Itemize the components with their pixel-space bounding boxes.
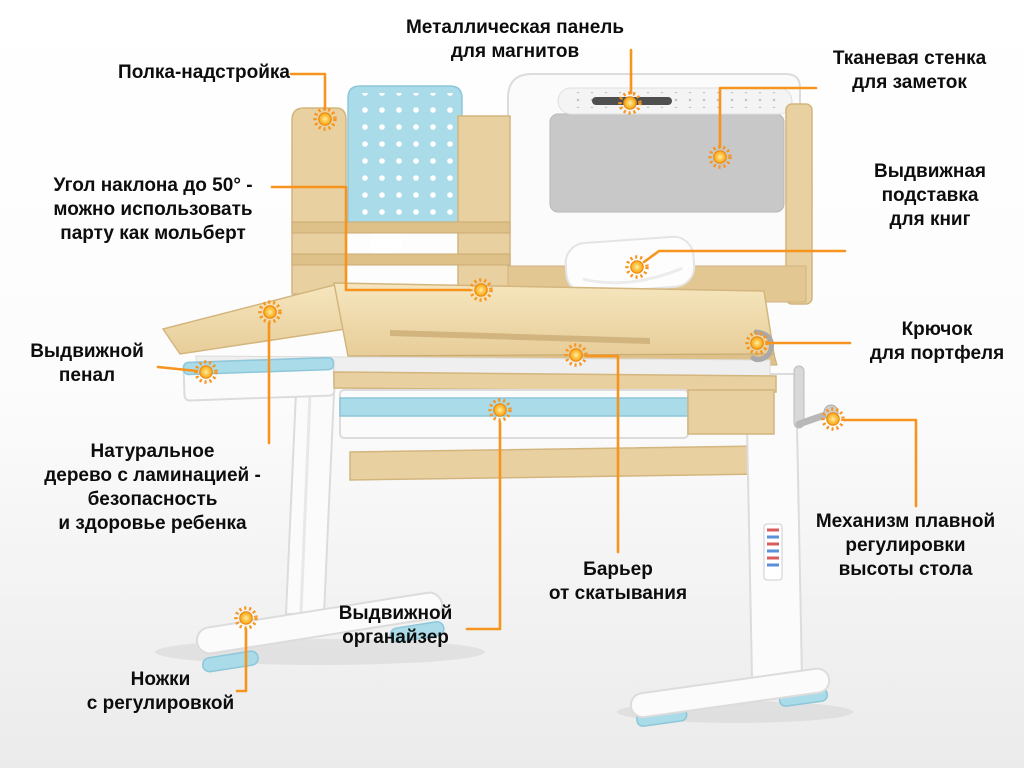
shelf-mid-upright (457, 115, 511, 295)
organizer-drawer (333, 371, 777, 439)
label-book-stand: Выдвижная подставка для книг (874, 161, 986, 231)
line-organizer (465, 420, 502, 631)
label-tilt-angle: Угол наклона до 50° - можно использовать… (53, 175, 253, 245)
callout-lines (156, 48, 918, 693)
shelf-unit (291, 85, 511, 295)
left-foot (195, 591, 445, 673)
label-pencil-case: Выдвижной пенал (30, 341, 144, 387)
line-pencil-case (156, 365, 199, 373)
hutch-panel (507, 73, 801, 269)
desktop-left-section (161, 283, 353, 355)
pillow-book-stand (564, 235, 696, 294)
label-metal-panel: Металлическая панель для магнитов (405, 17, 625, 63)
label-height-mechanism: Механизм плавной регулировки высоты стол… (815, 511, 996, 581)
pencil-groove (390, 330, 650, 344)
felt-panel (549, 113, 785, 213)
right-side-panel (785, 103, 813, 305)
line-legs (235, 627, 248, 693)
shelf-left-upright (291, 107, 347, 295)
label-organizer: Выдвижной органайзер (338, 603, 453, 649)
line-shelf (289, 72, 327, 111)
label-barrier: Барьер от скатывания (548, 559, 688, 605)
right-foot (629, 667, 831, 727)
desktop (161, 282, 778, 368)
desktop-tilting-section (333, 282, 775, 357)
foot-pad (201, 650, 259, 673)
foot-pad (389, 621, 445, 643)
label-fabric-wall: Тканевая стенка для заметок (832, 48, 987, 94)
label-hook: Крючок для портфеля (869, 319, 1005, 365)
crossbar (349, 445, 767, 481)
metal-bar (557, 87, 793, 115)
pencil-case-drawer (182, 356, 336, 402)
shelf-board (291, 221, 511, 234)
line-tilt-angle (270, 185, 472, 292)
label-natural-wood: Натуральное дерево с ламинацией - безопа… (44, 441, 261, 535)
height-scale-sticker (763, 523, 783, 581)
line-book-stand (642, 249, 847, 264)
left-leg (284, 391, 336, 615)
label-shelf: Полка-надстройка (118, 62, 290, 83)
shelf-board (291, 253, 511, 266)
line-height-mechanism (843, 418, 918, 508)
line-fabric-wall (718, 86, 818, 149)
cloud-cutout (370, 229, 402, 257)
bag-hook (750, 329, 774, 363)
line-barrier (586, 354, 620, 554)
label-legs: Ножки с регулировкой (86, 669, 235, 715)
